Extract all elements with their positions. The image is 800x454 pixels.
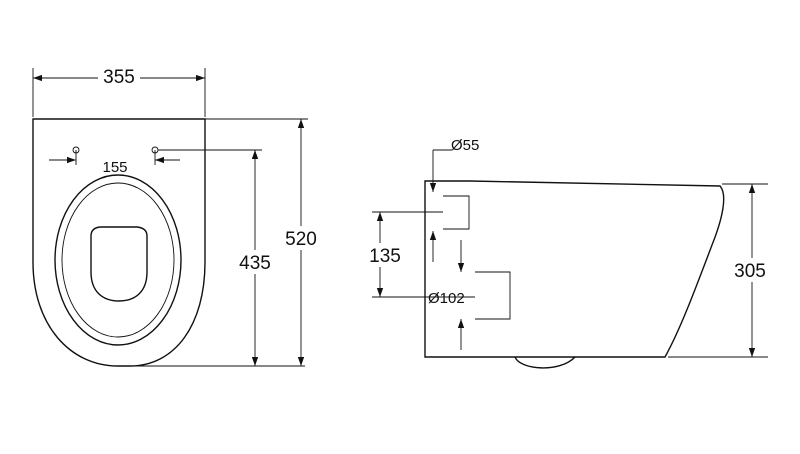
outlet-spigot [514, 356, 576, 369]
top-view: 155 355 435 520 [32, 66, 320, 367]
dim-hole-to-front: 435 [239, 253, 271, 274]
seat-inner-rim [61, 182, 175, 338]
dim-small-hole-diameter: Ø55 [451, 137, 479, 154]
dim-overall-length: 520 [285, 229, 317, 250]
seat-outer [54, 174, 182, 346]
side-body-outline [424, 180, 725, 358]
bowl-opening [90, 226, 148, 302]
dim-hole-spacing-top: 155 [102, 159, 127, 176]
dim-width: 355 [103, 67, 135, 88]
dim-overall-height: 305 [734, 261, 766, 282]
dim-large-hole-diameter: Ø102 [428, 290, 465, 307]
dim-hole-spacing-side: 135 [369, 246, 401, 267]
side-view: Ø55 135 Ø102 305 [362, 137, 772, 369]
